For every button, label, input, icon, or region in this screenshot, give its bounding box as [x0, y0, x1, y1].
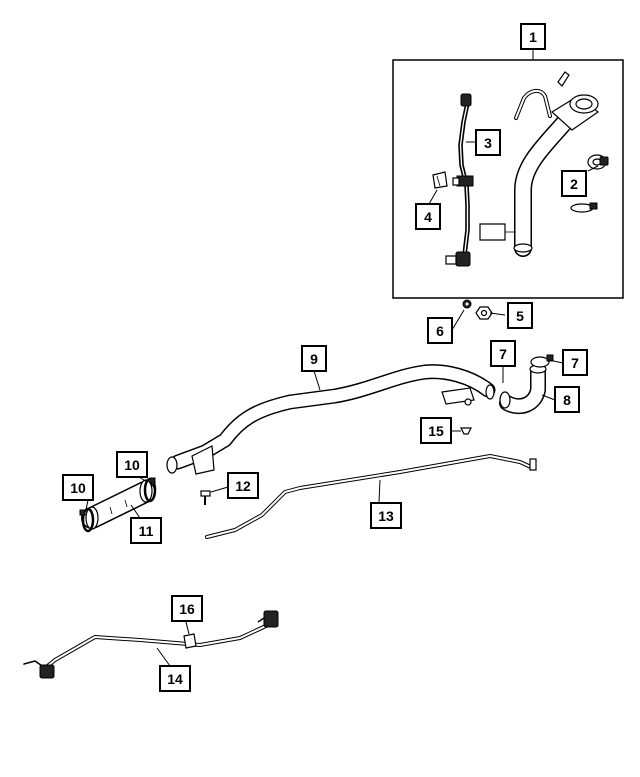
callout-12: 12 [227, 472, 259, 499]
callout-9: 9 [301, 345, 327, 372]
hose-clamp [570, 154, 609, 213]
fill-tube [166, 364, 496, 475]
callout-8: 8 [554, 386, 580, 413]
callout-7-right-label: 7 [571, 355, 579, 371]
bolt [200, 490, 211, 505]
washer [462, 299, 472, 309]
callout-13: 13 [370, 502, 402, 529]
callout-10-top-label: 10 [124, 457, 140, 473]
callout-6: 6 [427, 317, 453, 344]
callout-10-left: 10 [62, 474, 94, 501]
callout-4-label: 4 [424, 209, 432, 225]
callout-7-left-label: 7 [499, 346, 507, 362]
callout-7-right: 7 [562, 349, 588, 376]
callout-10-top: 10 [116, 451, 148, 478]
callout-15: 15 [420, 417, 452, 444]
callout-15-label: 15 [428, 423, 444, 439]
callout-16-label: 16 [179, 601, 195, 617]
vapor-line [23, 610, 279, 679]
callout-9-label: 9 [310, 351, 318, 367]
callout-10-left-label: 10 [70, 480, 86, 496]
filler-neck [479, 71, 600, 257]
callout-3-label: 3 [484, 135, 492, 151]
callout-14: 14 [159, 665, 191, 692]
callout-1-label: 1 [529, 29, 537, 45]
callout-5-label: 5 [516, 308, 524, 324]
callout-4: 4 [415, 203, 441, 230]
grommet [432, 171, 448, 189]
push-pin [460, 427, 472, 435]
nut [475, 306, 493, 320]
callout-1: 1 [520, 23, 546, 50]
callout-11: 11 [130, 517, 162, 544]
callout-2: 2 [561, 170, 587, 197]
clamp-upper [530, 354, 554, 368]
fuel-line [205, 454, 537, 539]
callout-3: 3 [475, 129, 501, 156]
callout-14-label: 14 [167, 671, 183, 687]
callout-5: 5 [507, 302, 533, 329]
vent-hose [499, 364, 547, 415]
callout-13-label: 13 [378, 508, 394, 524]
callout-6-label: 6 [436, 323, 444, 339]
line-clip [183, 633, 197, 649]
callout-2-label: 2 [570, 176, 578, 192]
wire-harness [445, 93, 474, 267]
callout-8-label: 8 [563, 392, 571, 408]
clamp-left [79, 507, 95, 533]
clamp-right [143, 477, 157, 503]
callout-11-label: 11 [139, 523, 154, 539]
callout-12-label: 12 [235, 478, 251, 494]
leader-lines [85, 141, 599, 667]
callout-7-left: 7 [490, 340, 516, 367]
assembly-frame [392, 59, 624, 299]
callout-16: 16 [171, 595, 203, 622]
